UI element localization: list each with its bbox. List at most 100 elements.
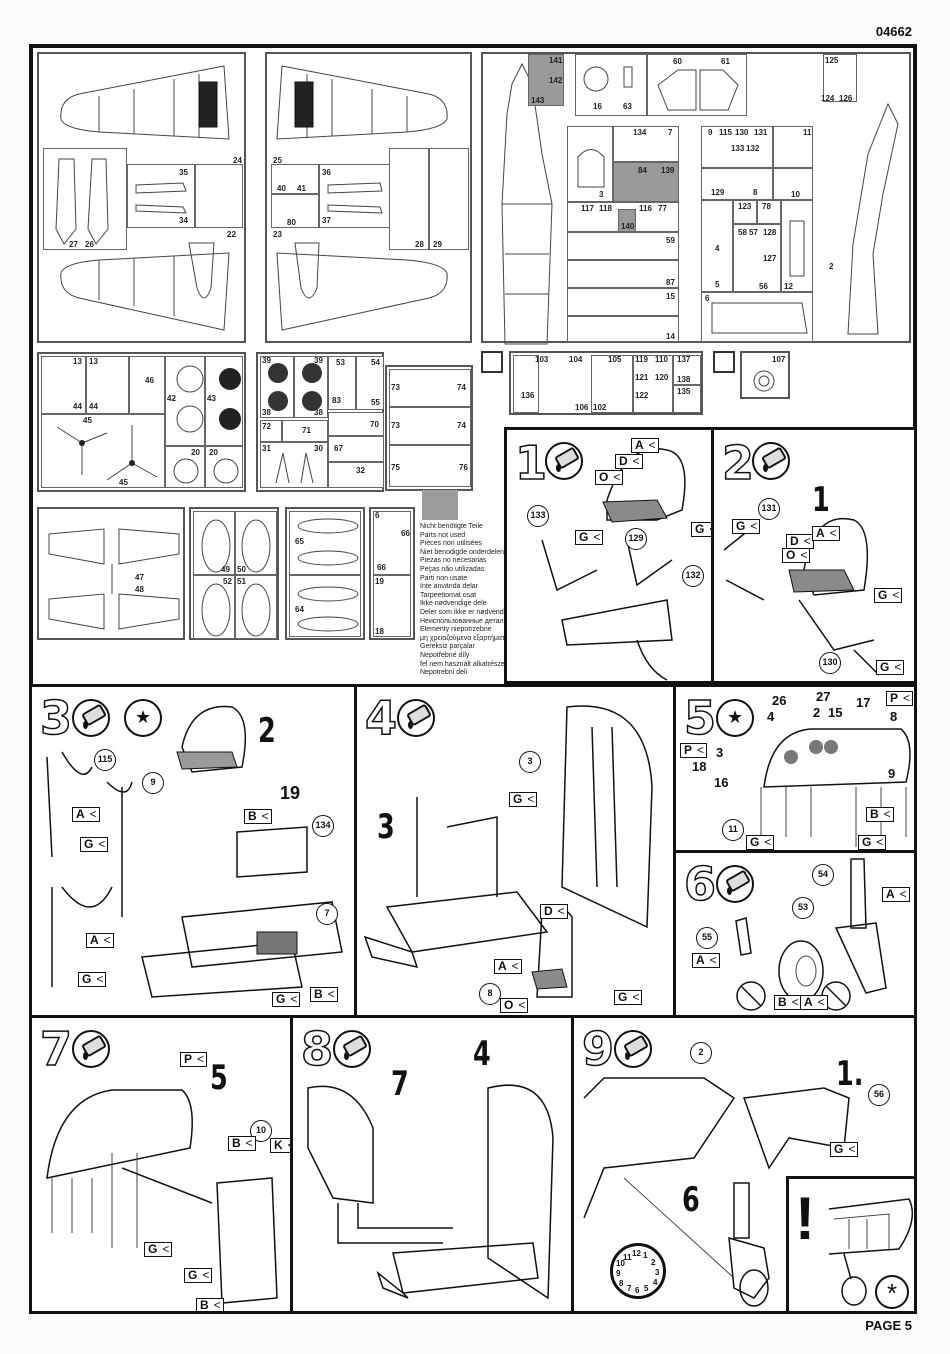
part-number: 31 <box>262 444 271 453</box>
part-number: 25 <box>273 156 282 165</box>
part-number: 3 <box>599 190 604 199</box>
fuselage-half-bottom-drawing <box>276 242 448 331</box>
clock-number: 7 <box>627 1284 632 1293</box>
color-flag: B <box>228 1136 256 1151</box>
part-number: 120 <box>655 373 669 382</box>
step-number: 6 <box>683 857 717 911</box>
glue-icon <box>333 1030 371 1068</box>
part-number: 52 <box>223 577 232 586</box>
sprue-cell <box>701 168 773 200</box>
step-number: 3 <box>39 691 73 745</box>
sprue-cell <box>567 126 613 202</box>
part-number: 19 <box>375 577 384 586</box>
part-number: 70 <box>370 420 379 429</box>
clock-number: 10 <box>616 1259 625 1268</box>
part-number: 55 <box>371 398 380 407</box>
rudder-drawing <box>201 519 231 573</box>
part-number: 87 <box>666 278 675 287</box>
part-number: 4 <box>715 244 720 253</box>
clock-number: 12 <box>632 1249 641 1258</box>
sprue-cell <box>429 148 469 250</box>
drop-tank-drawing <box>297 518 359 566</box>
part-number: 80 <box>287 218 296 227</box>
step-3-panel: 3 2 19 115 9 134 7 A G A G B G B <box>29 684 357 1018</box>
color-flag: A <box>800 995 828 1010</box>
sprue-cell <box>567 288 679 316</box>
sprue-cell <box>235 511 277 575</box>
gear-bay-assembly-drawing <box>583 1077 850 1307</box>
color-flag: A <box>86 933 114 948</box>
legend-line: Inte använda delar <box>420 583 478 591</box>
part-label: 16 <box>714 775 729 790</box>
sprue-cell <box>127 164 195 228</box>
part-number: 46 <box>145 376 154 385</box>
sprue-cell <box>389 445 471 487</box>
part-number: 65 <box>295 537 304 546</box>
assembly-label: 1 <box>812 480 830 520</box>
part-number: 115 <box>719 128 732 137</box>
glue-icon <box>397 699 435 737</box>
part-number: 71 <box>302 426 311 435</box>
assembly-label: 3 <box>377 807 395 847</box>
part-number: 125 <box>825 56 839 65</box>
part-label: 3 <box>716 745 724 760</box>
part-number: 37 <box>322 216 331 225</box>
part-number: 45 <box>83 416 92 425</box>
page-number: PAGE 5 <box>865 1318 912 1333</box>
color-flag: P <box>680 743 708 758</box>
part-number: 47 <box>135 573 144 582</box>
instrument-panel-install-drawing <box>46 1089 278 1304</box>
part-number: 140 <box>621 222 635 231</box>
part-number: 127 <box>763 254 777 263</box>
part-number: 50 <box>237 565 246 574</box>
sprue-cell <box>129 356 165 414</box>
part-number: 39 <box>314 356 323 365</box>
sprue-cell <box>701 126 773 168</box>
color-flag: G <box>144 1242 173 1257</box>
engine-cylinder-drawing <box>219 368 241 430</box>
part-callout: 11 <box>722 819 744 841</box>
part-number: 2 <box>829 262 834 271</box>
sprue-mid-left: 13 44 13 44 46 42 43 45 45 20 20 <box>37 352 246 492</box>
cowl-ring-drawing <box>173 458 199 484</box>
fuselage-side-drawing <box>847 102 899 335</box>
part-callout: 54 <box>812 864 834 886</box>
part-number: 66 <box>401 529 410 538</box>
sprue-cell <box>633 355 673 413</box>
cockpit-floor-drawing <box>711 302 808 334</box>
clock-number: 9 <box>616 1269 621 1278</box>
part-number: 45 <box>119 478 128 487</box>
part-callout: 3 <box>519 751 541 773</box>
legend-line: Nepotřebné díly <box>420 651 470 659</box>
paint-icon <box>716 699 754 737</box>
part-number: 53 <box>336 358 345 367</box>
empty-checkbox <box>481 351 503 373</box>
ring-part-drawing <box>583 66 633 92</box>
part-label: 9 <box>888 766 896 781</box>
part-number: 6 <box>375 511 380 520</box>
clock-number: 6 <box>635 1286 640 1295</box>
part-number: 61 <box>721 57 730 66</box>
color-flag: B <box>244 809 272 824</box>
color-flag: B <box>310 987 338 1002</box>
part-number: 12 <box>784 282 793 291</box>
color-flag: G <box>509 792 538 807</box>
color-flag: D <box>786 534 814 549</box>
sprue-cell <box>205 446 243 488</box>
part-number: 119 <box>635 355 648 364</box>
sprue-cell <box>673 355 701 385</box>
part-number: 116 <box>639 204 652 213</box>
sprue-cell <box>575 54 647 116</box>
step-number: 4 <box>364 691 398 745</box>
color-flag: G <box>80 837 109 852</box>
unused-parts-swatch <box>422 490 458 520</box>
sprue-top-middle: 25 40 41 80 36 37 23 28 29 <box>265 52 472 343</box>
part-callout: 56 <box>868 1084 890 1106</box>
part-number: 58 <box>738 228 747 237</box>
sprue-cell <box>282 420 328 442</box>
step-number: 9 <box>581 1022 615 1076</box>
color-flag: O <box>500 998 529 1013</box>
part-callout: 131 <box>758 498 780 520</box>
part-number: 38 <box>314 408 323 417</box>
sprue-cell <box>757 200 781 224</box>
